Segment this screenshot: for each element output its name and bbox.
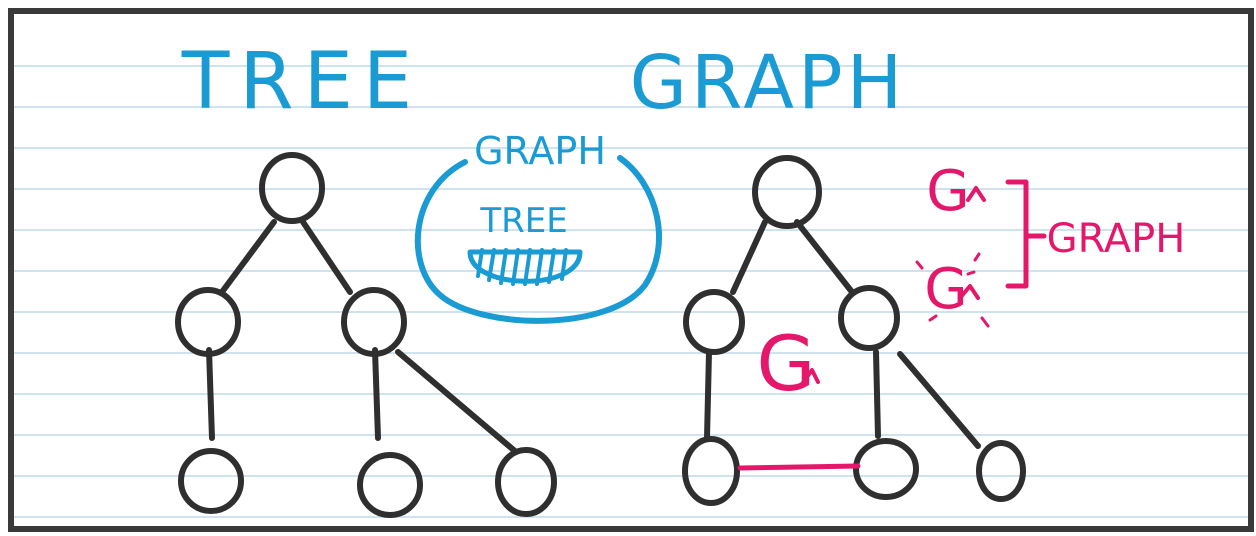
svg-text:G: G <box>926 159 969 224</box>
tree-node-leaf-3 <box>495 447 557 517</box>
tree-node-right <box>341 287 407 357</box>
tree-edge <box>219 219 277 295</box>
tree-node-left <box>175 287 241 357</box>
graph-node-leaf-1 <box>682 436 740 506</box>
cycle-glyph-main: G <box>757 319 820 408</box>
graph-extra-edge <box>737 463 861 471</box>
graph-edge <box>897 351 981 449</box>
venn-inner-set <box>467 249 583 284</box>
bracket-label: GRAPH <box>1047 216 1186 262</box>
tree-diagram <box>175 152 557 518</box>
graph-title: GRAPH <box>630 40 907 126</box>
graph-edge <box>704 349 712 441</box>
tree-node-root <box>259 152 325 224</box>
tree-node-leaf-2 <box>357 452 423 518</box>
sparkle-marks <box>915 252 990 328</box>
bracket <box>1005 179 1047 289</box>
graph-edge <box>794 219 855 295</box>
graph-node-root <box>752 155 822 229</box>
venn-outer-label: GRAPH <box>474 129 606 173</box>
cycle-glyph-top: G <box>926 159 986 224</box>
graph-edge <box>873 349 881 439</box>
graph-node-left <box>683 289 745 355</box>
venn-inner-hatching <box>476 248 568 286</box>
tree-node-leaf-1 <box>178 448 244 514</box>
whiteboard-frame <box>8 8 1254 532</box>
venn-outer-boundary <box>414 155 662 324</box>
cycle-arrow-icon <box>958 284 980 300</box>
svg-text:G: G <box>924 257 967 322</box>
graph-edge <box>730 219 768 295</box>
svg-text:G: G <box>757 319 816 408</box>
tree-edge <box>372 347 381 441</box>
cycle-glyph-bottom: G <box>915 252 990 328</box>
tree-edge <box>206 347 215 441</box>
graph-node-right <box>838 285 900 351</box>
graph-node-leaf-3 <box>976 440 1026 502</box>
graph-node-leaf-2 <box>853 438 919 500</box>
graph-diagram <box>682 155 1026 506</box>
venn-inner-label: TREE <box>479 201 567 241</box>
tree-title: TREE <box>181 37 422 127</box>
venn-diagram: GRAPH TREE <box>414 129 662 324</box>
tree-edge <box>300 219 353 295</box>
cycle-arrow-icon <box>800 368 820 386</box>
cycle-arrow-icon <box>966 186 986 202</box>
tree-edge <box>395 349 519 455</box>
